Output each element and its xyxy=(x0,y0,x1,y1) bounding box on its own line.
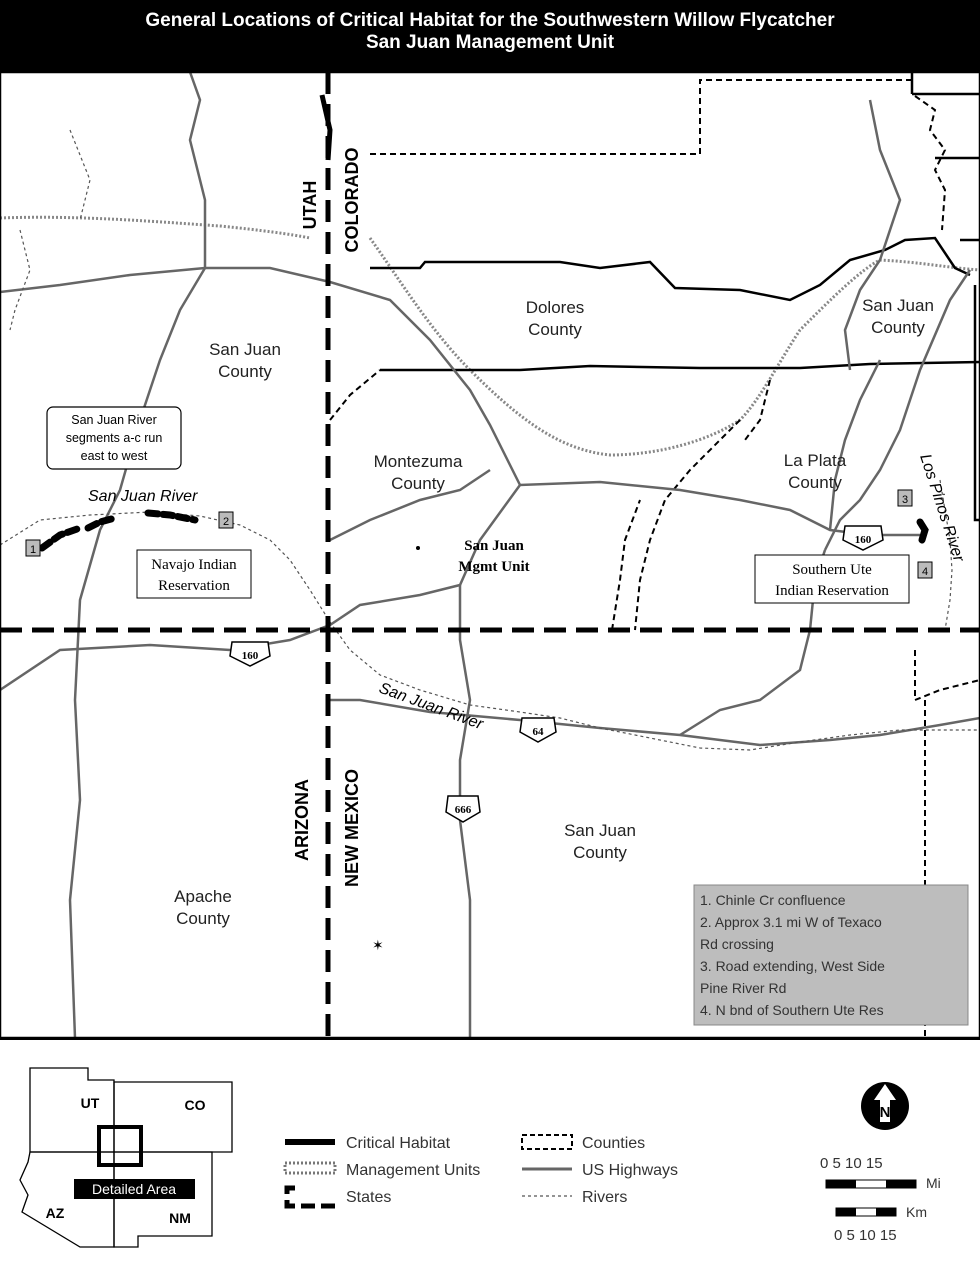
highway-shield-160-east: 160 xyxy=(842,525,884,551)
segment-list-item: 1. Chinle Cr confluence xyxy=(700,892,846,908)
legend-critical-habitat: Critical Habitat xyxy=(285,1135,451,1152)
svg-text:Management Units: Management Units xyxy=(346,1162,480,1179)
county-label: La Plata xyxy=(784,451,847,470)
north-arrow-icon: N xyxy=(861,1082,909,1130)
svg-text:Mgmt Unit: Mgmt Unit xyxy=(458,559,529,575)
state-label-new-mexico: NEW MEXICO xyxy=(342,769,362,887)
inset-label-nm: NM xyxy=(169,1210,191,1226)
svg-text:Southern Ute: Southern Ute xyxy=(792,562,872,578)
inset-label-co: CO xyxy=(185,1097,206,1113)
segment-marker-3: 3 xyxy=(897,489,913,507)
segment-list-item: 4. N bnd of Southern Ute Res xyxy=(700,1002,884,1018)
legend-area: UT CO AZ NM Detailed Area Critical Habit… xyxy=(0,1038,980,1274)
highway-label: 160 xyxy=(855,534,872,546)
state-label-colorado: COLORADO xyxy=(342,148,362,253)
svg-text:Critical Habitat: Critical Habitat xyxy=(346,1135,451,1152)
inset-locator-map xyxy=(19,1067,233,1248)
management-unit-label: San Juan Mgmt Unit xyxy=(416,538,530,575)
legend-counties: Counties xyxy=(521,1134,645,1152)
svg-text:0 5 10 15: 0 5 10 15 xyxy=(834,1227,897,1244)
map-area: 160 160 64 666 2 1 3 4 UTAH COLORADO ARI… xyxy=(0,72,980,1038)
segment-marker-1: 1 xyxy=(25,539,41,557)
county-label: Dolores xyxy=(526,298,585,317)
detailed-area-label: Detailed Area xyxy=(74,1179,195,1199)
segment-list-item: 2. Approx 3.1 mi W of Texaco xyxy=(700,914,882,930)
svg-text:Rivers: Rivers xyxy=(582,1189,627,1206)
state-line-jog xyxy=(319,94,333,161)
svg-text:San Juan River: San Juan River xyxy=(71,413,156,427)
legend-states: States xyxy=(284,1185,391,1209)
segment-marker-4: 4 xyxy=(917,561,933,579)
segment-list-box: 1. Chinle Cr confluence 2. Approx 3.1 mi… xyxy=(693,884,969,1026)
map-title: General Locations of Critical Habitat fo… xyxy=(145,10,835,31)
highway-label: 160 xyxy=(242,650,259,662)
critical-habitat-segments xyxy=(38,509,199,552)
segment-list-item: Pine River Rd xyxy=(700,980,786,996)
county-label: County xyxy=(871,318,925,337)
svg-text:Navajo Indian: Navajo Indian xyxy=(151,557,237,573)
scale-bar-miles: 0 5 10 15 Mi xyxy=(820,1155,941,1191)
segment-marker-2: 2 xyxy=(218,511,234,529)
county-label: Apache xyxy=(174,887,232,906)
highway-shield-64: 64 xyxy=(519,717,557,743)
highway-label: 64 xyxy=(533,726,545,738)
rivers xyxy=(0,129,980,751)
legend-us-highways: US Highways xyxy=(522,1162,678,1179)
legend-management-units: Management Units xyxy=(283,1161,480,1179)
svg-text:4: 4 xyxy=(922,566,928,578)
county-label: County xyxy=(218,362,272,381)
county-label: San Juan xyxy=(209,340,281,359)
southern-ute-reservation-label: Southern Ute Indian Reservation xyxy=(754,554,910,604)
state-label-arizona: ARIZONA xyxy=(292,779,312,861)
highway-shield-666: 666 xyxy=(445,795,481,823)
svg-text:2: 2 xyxy=(223,516,229,528)
inset-label-ut: UT xyxy=(81,1095,100,1111)
highway-shield-160-west: 160 xyxy=(229,641,271,667)
segment-list-item: Rd crossing xyxy=(700,936,774,952)
svg-text:N: N xyxy=(880,1104,891,1121)
county-label: County xyxy=(788,473,842,492)
svg-text:east to west: east to west xyxy=(81,449,148,463)
svg-text:US Highways: US Highways xyxy=(582,1162,678,1179)
town-marker: ✶ xyxy=(372,937,384,953)
critical-habitat-los-pinos xyxy=(916,518,929,544)
svg-text:Detailed Area: Detailed Area xyxy=(92,1181,176,1197)
segment-list-item: 3. Road extending, West Side xyxy=(700,958,885,974)
map-title-bar: General Locations of Critical Habitat fo… xyxy=(0,0,980,72)
svg-text:States: States xyxy=(346,1189,391,1206)
svg-text:1: 1 xyxy=(30,544,36,556)
segment-direction-note: San Juan River segments a-c run east to … xyxy=(46,406,182,470)
state-boundaries xyxy=(0,72,980,1038)
svg-text:Km: Km xyxy=(906,1204,927,1220)
svg-text:0 5 10 15: 0 5 10 15 xyxy=(820,1155,883,1172)
state-label-utah: UTAH xyxy=(300,181,320,230)
river-label-san-juan-upper: San Juan River xyxy=(88,488,198,505)
legend-rivers: Rivers xyxy=(522,1189,627,1206)
county-label: San Juan xyxy=(564,821,636,840)
svg-text:3: 3 xyxy=(902,494,908,506)
county-label: County xyxy=(528,320,582,339)
county-label: San Juan xyxy=(862,296,934,315)
svg-text:San Juan: San Juan xyxy=(464,538,524,554)
county-solid-lines xyxy=(370,72,980,522)
svg-text:Mi: Mi xyxy=(926,1175,941,1191)
navajo-reservation-label: Navajo Indian Reservation xyxy=(136,549,252,599)
county-label: County xyxy=(176,909,230,928)
inset-label-az: AZ xyxy=(46,1205,65,1221)
county-label: Montezuma xyxy=(374,452,463,471)
svg-text:Counties: Counties xyxy=(582,1135,645,1152)
scale-bar-kilometers: Km 0 5 10 15 xyxy=(834,1204,927,1244)
county-label: County xyxy=(391,474,445,493)
county-label: County xyxy=(573,843,627,862)
svg-text:Reservation: Reservation xyxy=(158,578,230,594)
svg-text:segments a-c run: segments a-c run xyxy=(66,431,163,445)
svg-text:Indian Reservation: Indian Reservation xyxy=(775,583,889,599)
map-subtitle: San Juan Management Unit xyxy=(365,32,615,53)
highway-label: 666 xyxy=(455,804,472,816)
